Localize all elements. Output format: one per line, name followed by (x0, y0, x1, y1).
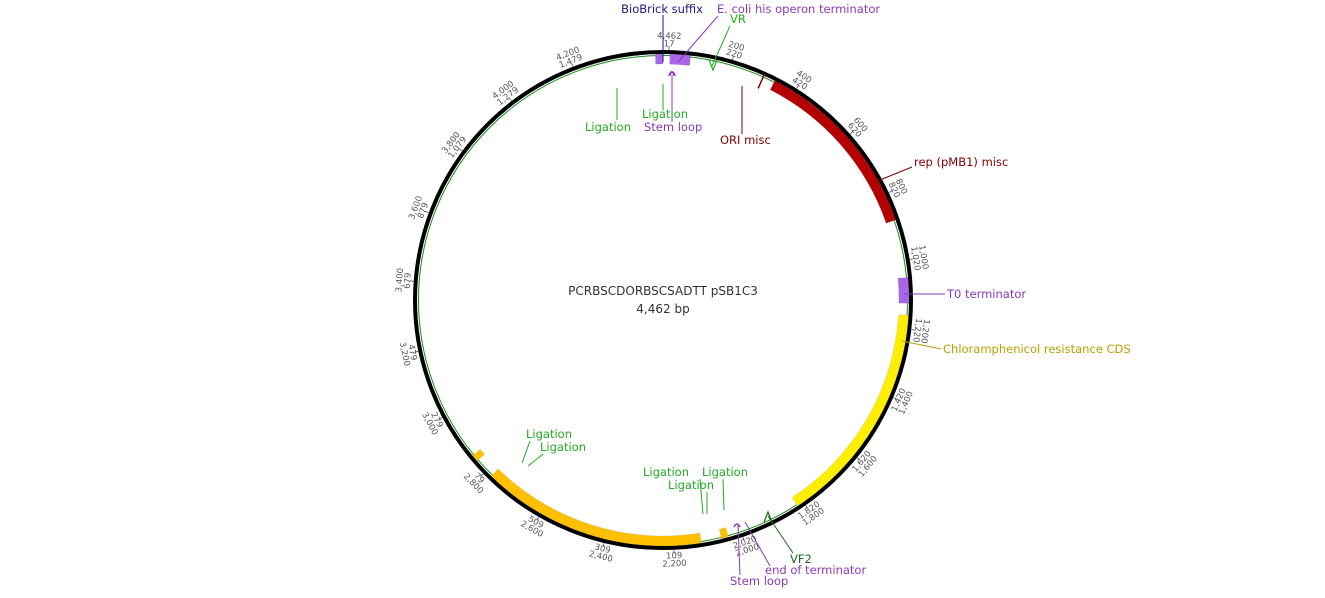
stem-loop-bottom-marker (733, 523, 741, 528)
plasmid-length: 4,462 bp (636, 302, 689, 316)
tick-label-16-inner: 479 (405, 344, 418, 362)
feature-7 (655, 53, 664, 65)
tick-mark-18 (424, 210, 429, 214)
label-chloramphenicol: Chloramphenicol resistance CDS (943, 342, 1131, 356)
feature-3 (791, 314, 909, 507)
leader-cmr (901, 340, 942, 350)
tick-mark-19 (458, 148, 463, 152)
label-stem-loop-top: Stem loop (644, 120, 702, 134)
tick-mark-13 (536, 516, 540, 521)
leader-stem-loop-bottom (737, 524, 741, 576)
tick-mark-2 (796, 85, 799, 89)
leader-vr (711, 25, 731, 67)
label-rep-pmb1: rep (pMB1) misc (914, 155, 1008, 169)
leader-ligation-7 (722, 478, 725, 511)
tick-label-1-inner: 220 (725, 48, 743, 62)
tick-label-6-outer: 1,200 (918, 319, 931, 344)
tick-mark-9 (805, 505, 809, 509)
feature-1 (769, 80, 896, 224)
vr-primer-marker (708, 59, 718, 72)
label-vr: VR (730, 12, 746, 26)
label-ori-misc: ORI misc (720, 133, 771, 147)
label-vf2: VF2 (790, 552, 812, 566)
tick-mark-20 (508, 97, 512, 102)
label-end-of-terminator: end of terminator (765, 563, 866, 577)
tick-label-17-inner: 679 (403, 272, 414, 289)
tick-mark-12 (602, 542, 605, 547)
label-ligation-6: Ligation (668, 478, 714, 492)
feature-4 (718, 527, 729, 540)
label-stem-loop-bottom: Stem loop (730, 574, 788, 588)
label-his-operon-terminator: E. coli his operon terminator (717, 2, 880, 16)
label-ligation-5: Ligation (643, 465, 689, 479)
vf2-primer-marker (763, 510, 773, 523)
tick-label-11-outer: 2,200 (662, 559, 687, 570)
feature-0 (757, 73, 766, 89)
tick-mark-16 (414, 350, 419, 353)
label-ligation-2: Ligation (642, 107, 688, 121)
feature-labels: BioBrick suffix E. coli his operon termi… (526, 2, 1131, 588)
feature-2 (897, 277, 910, 304)
tick-mark-8 (856, 457, 861, 461)
feature-5 (490, 468, 702, 547)
leader-lines (521, 15, 945, 576)
tick-label-12-inner: 309 (593, 542, 611, 556)
tick-mark-21 (571, 62, 574, 67)
label-ligation-3: Ligation (526, 427, 572, 441)
stem-loop-top-marker (668, 71, 676, 77)
label-biobrick-suffix: BioBrick suffix (621, 2, 703, 16)
leader-vf2 (767, 515, 794, 554)
leader-rep (874, 166, 913, 183)
tick-mark-10 (742, 536, 745, 541)
label-ligation-7: Ligation (702, 465, 748, 479)
feature-6 (472, 448, 485, 462)
tick-label-6-inner: 1,220 (910, 318, 923, 343)
tick-mark-4 (888, 190, 893, 193)
plasmid-name: PCRBSCDORBSCSADTT pSB1C3 (568, 284, 758, 298)
tick-mark-5 (909, 258, 914, 260)
tick-label-16-outer: 3,200 (397, 341, 412, 367)
tick-mark-14 (480, 473, 484, 478)
tick-mark-7 (893, 397, 898, 400)
leader-ligation-4 (527, 453, 544, 467)
tick-label-5-inner: 1,020 (908, 246, 922, 272)
tick-label-17-outer: 3,400 (394, 268, 406, 293)
tick-mark-3 (849, 131, 854, 135)
label-ligation-4: Ligation (540, 440, 586, 454)
tick-mark-15 (438, 416, 443, 420)
leader-ligation-3 (521, 440, 531, 464)
tick-label-0-inner: 17 (664, 39, 675, 49)
tick-label-0-outer: 4,462 (657, 31, 682, 42)
tick-mark-1 (732, 55, 734, 60)
leader-end-terminator (744, 521, 771, 567)
tick-label-1-outer: 200 (727, 40, 745, 54)
leader-ligation-5 (699, 478, 704, 515)
tick-label-5-outer: 1,000 (916, 245, 930, 271)
leader-his-terminator (677, 15, 719, 63)
label-t0-terminator: T0 terminator (946, 287, 1026, 301)
feature-arcs (472, 53, 910, 547)
tick-label-11-inner: 109 (666, 551, 683, 562)
label-ligation-1: Ligation (585, 120, 631, 134)
